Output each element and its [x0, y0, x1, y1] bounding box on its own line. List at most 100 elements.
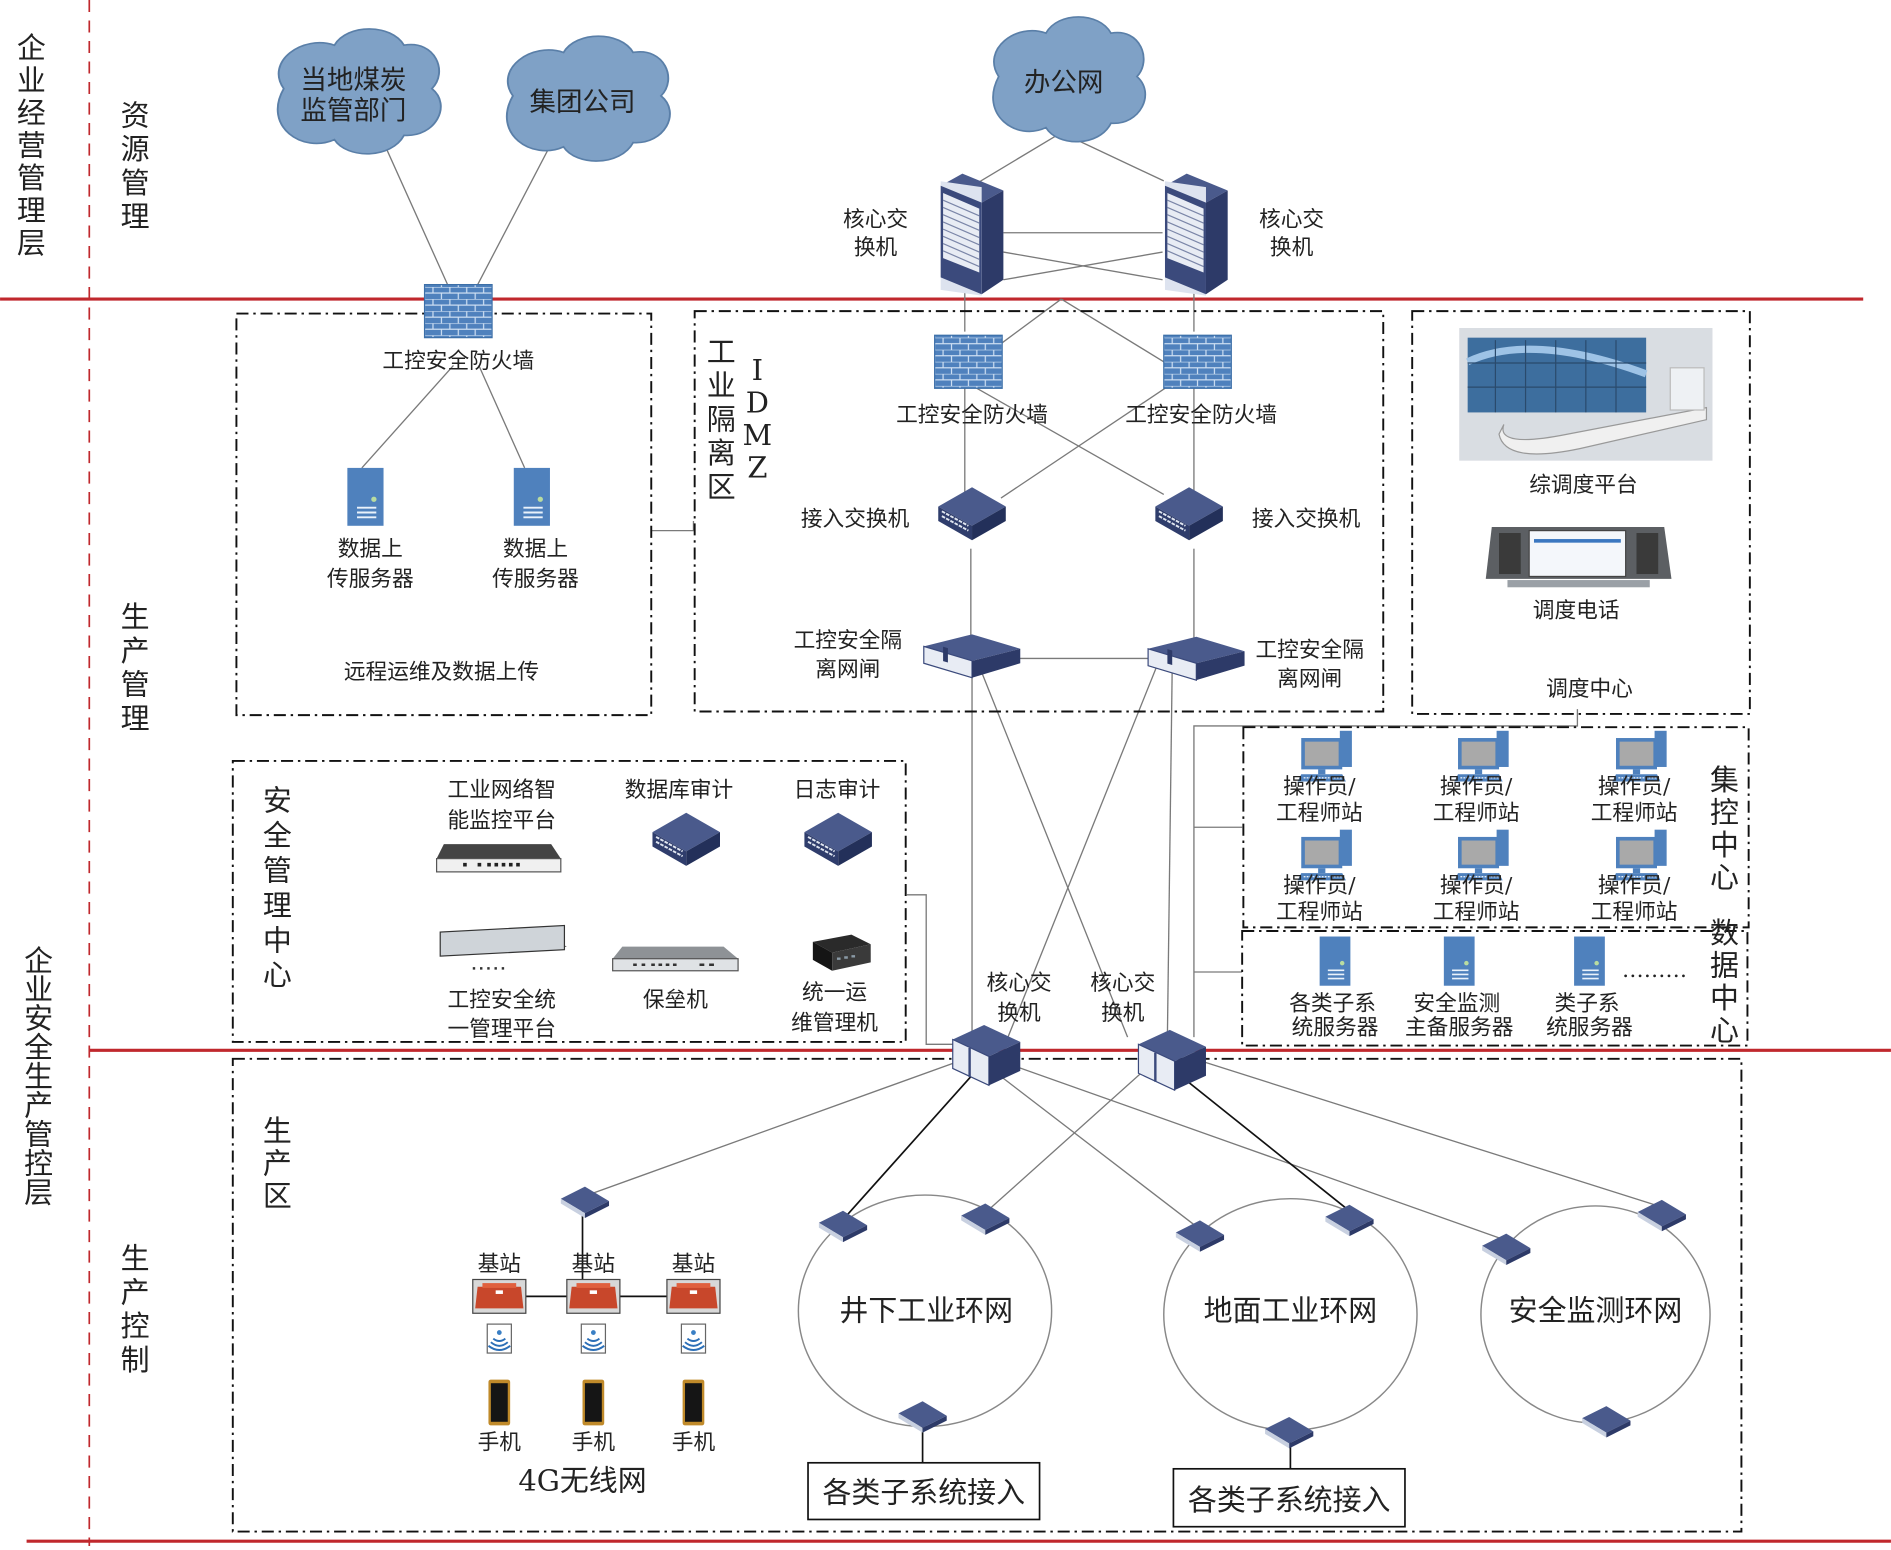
label-firewall: 工控安全防火墙	[382, 349, 534, 374]
zone-title-char: 安	[263, 783, 292, 817]
server-icon	[512, 466, 551, 527]
label-bastion-host: 保垒机	[643, 988, 708, 1013]
link	[976, 387, 1165, 496]
link	[964, 132, 1062, 192]
label-operator-station: 工程师站	[1433, 900, 1520, 925]
zone-title-char: 心	[1710, 1014, 1739, 1048]
layer-title-char: 产	[24, 1088, 53, 1122]
cloud-label-office: 办公网	[1024, 68, 1104, 99]
zone-title-char: 产	[263, 1146, 292, 1180]
layer-title-char: 业	[17, 63, 46, 97]
label-data-center-server: 主备服务器	[1405, 1016, 1514, 1041]
link	[1006, 666, 1158, 1040]
sublayer-title-char: 制	[121, 1343, 150, 1377]
dispatch-platform-image	[1459, 328, 1713, 461]
link	[478, 365, 526, 469]
label-top-core-right: 换机	[1270, 235, 1314, 260]
label-mid-core-right: 核心交	[1090, 971, 1155, 996]
link	[382, 142, 450, 288]
layer-title-char: 控	[24, 1146, 53, 1180]
layer-title-char: 营	[17, 129, 46, 163]
label-ring-surface: 地面工业环网	[1204, 1293, 1378, 1327]
mobile-phone-icon	[582, 1379, 605, 1426]
mobile-phone-icon	[682, 1379, 705, 1426]
zone-title-char: I	[752, 353, 763, 387]
layer-title-char: 企	[17, 31, 46, 65]
link	[1060, 298, 1165, 363]
isolation-gatekeeper-icon	[1147, 636, 1246, 681]
label-log-audit: 日志审计	[794, 778, 881, 803]
label-upload-server: 传服务器	[327, 567, 414, 592]
label-firewall: 工控安全防火墙	[896, 403, 1048, 428]
label-operator-station: 工程师站	[1591, 801, 1678, 826]
ring-switch-icon	[1637, 1199, 1686, 1232]
link	[1000, 1060, 1508, 1242]
firewall-icon	[1163, 334, 1232, 389]
unified-platform-appliance-icon	[439, 924, 567, 970]
base-station-icon	[666, 1278, 721, 1314]
label-operator-station: 工程师站	[1276, 900, 1363, 925]
layer-title-char: 经	[17, 96, 46, 130]
label-access-switch: 接入交换机	[1252, 507, 1361, 532]
firewall-icon	[423, 283, 493, 339]
link	[1000, 387, 1166, 499]
subsystem-access-box-left	[807, 1461, 1041, 1521]
link	[1166, 666, 1173, 1038]
label-mid-core-left: 核心交	[987, 971, 1052, 996]
label-ring-safety-monitoring: 安全监测环网	[1509, 1293, 1683, 1327]
label-ring-underground: 井下工业环网	[839, 1293, 1013, 1327]
zone-title-char: 区	[707, 470, 736, 504]
layer-title-char: 全	[24, 1031, 53, 1065]
mobile-phone-icon	[488, 1379, 511, 1426]
ring-switch-icon	[1175, 1220, 1225, 1252]
ring-switch-icon	[1325, 1204, 1374, 1237]
zone-title-char: 集	[1710, 763, 1739, 797]
label-gatekeeper: 工控安全隔	[794, 629, 902, 654]
sublayer-title-char: 产	[121, 1275, 150, 1309]
layer-title-char: 管	[17, 161, 46, 195]
link	[906, 894, 965, 1045]
zone-title-char: Z	[747, 451, 767, 485]
zone-title-char: 中	[1710, 981, 1739, 1015]
label-base-station: 基站	[672, 1252, 715, 1277]
label-network-monitor: 能监控平台	[447, 808, 555, 833]
firewall-icon	[934, 334, 1003, 389]
label-network-monitor: 工业网络智	[447, 778, 555, 803]
link	[1000, 298, 1062, 345]
link	[979, 669, 1129, 1038]
access-switch-icon	[1154, 486, 1224, 542]
link	[361, 364, 454, 469]
cloud-label-regulator: 监管部门	[300, 95, 406, 126]
label-subsystem-access: 各类子系统接入	[1188, 1483, 1391, 1517]
label-4g-wireless: 4G无线网	[518, 1464, 646, 1498]
zone-caption-dispatch-center: 调度中心	[1546, 677, 1633, 702]
link	[988, 1066, 1197, 1227]
ring-switch-icon	[961, 1203, 1010, 1235]
layer-title-char: 安	[24, 1002, 53, 1036]
label-top-core-left: 换机	[854, 235, 898, 260]
label-mobile-phone: 手机	[672, 1431, 716, 1456]
label-gatekeeper: 离网闸	[815, 658, 880, 683]
core-switch-icon	[1164, 173, 1229, 297]
zone-caption-remote-ops: 远程运维及数据上传	[344, 660, 539, 685]
link	[1169, 1066, 1352, 1213]
wireless-switch-icon	[560, 1186, 610, 1218]
data-center-server-icon	[1573, 935, 1606, 987]
zone-title-char: 理	[263, 888, 292, 922]
label-upload-server: 数据上	[503, 537, 568, 562]
db-audit-device-icon	[651, 811, 721, 867]
label-data-center-server: 各类子系	[1289, 992, 1376, 1017]
link	[1003, 251, 1163, 281]
dispatch-phone-image	[1485, 526, 1672, 588]
label-mobile-phone: 手机	[572, 1431, 616, 1456]
layer-title-char: 层	[17, 226, 46, 260]
operator-stations: 操作员/工程师站操作员/工程师站操作员/工程师站操作员/工程师站操作员/工程师站…	[1276, 730, 1678, 925]
label-data-center-server: 类子系	[1555, 992, 1620, 1017]
zone-dispatch-center	[1411, 310, 1751, 715]
zone-title-char: 全	[263, 818, 292, 852]
label-unified-platform: 一管理平台	[447, 1017, 555, 1042]
